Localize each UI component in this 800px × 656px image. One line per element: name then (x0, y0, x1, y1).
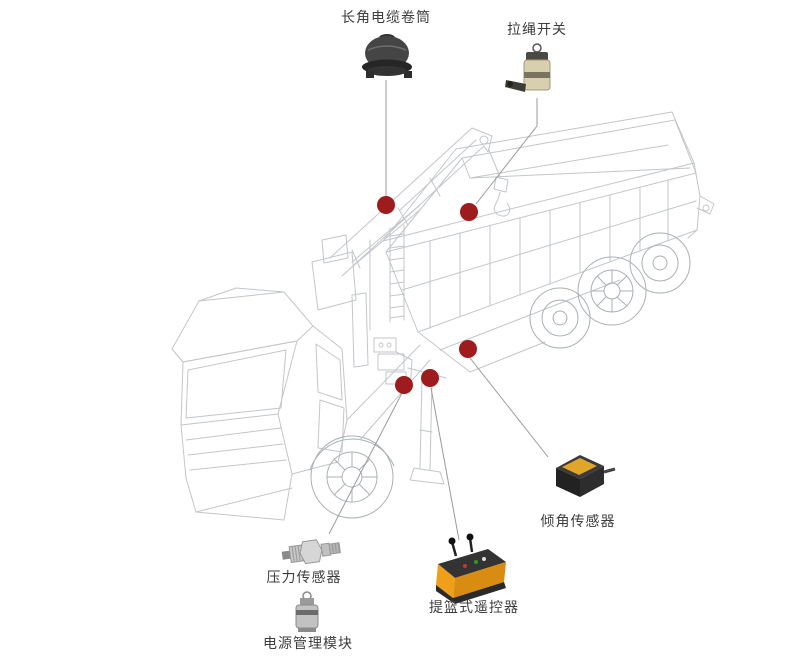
leader-line (328, 392, 403, 535)
component-location-marker (459, 340, 477, 358)
rear-wheels (529, 232, 691, 349)
basket-remote-image (436, 533, 506, 604)
leader-line (469, 357, 549, 458)
label-tilt-sensor: 倾角传感器 (540, 513, 616, 529)
leader-line (430, 387, 460, 541)
power-module-image (295, 591, 319, 632)
tilt-sensor-image (556, 455, 616, 497)
crane-ladder (369, 224, 405, 331)
label-cable-reel: 长角电缆卷筒 (341, 9, 431, 25)
label-basket-remote: 提篮式遥控器 (429, 599, 519, 615)
cable-reel-image (362, 34, 412, 78)
component-location-marker (460, 203, 478, 221)
label-pressure-sensor: 压力传感器 (266, 569, 342, 585)
crane-boom (311, 127, 511, 311)
component-images (281, 34, 616, 632)
pressure-sensor-image (281, 539, 341, 565)
pull-rope-switch-image (505, 43, 551, 92)
truck-cab (171, 287, 369, 521)
leader-line (475, 98, 538, 205)
truck-wireframe-illustration (171, 111, 715, 521)
front-wheel (309, 435, 395, 519)
crane-hook (493, 191, 511, 217)
label-pull-rope-switch: 拉绳开关 (507, 21, 567, 37)
component-location-marker (421, 369, 439, 387)
cargo-bed (382, 111, 715, 333)
label-power-module: 电源管理模块 (263, 635, 353, 651)
component-location-marker (377, 196, 395, 214)
component-location-marker (395, 376, 413, 394)
